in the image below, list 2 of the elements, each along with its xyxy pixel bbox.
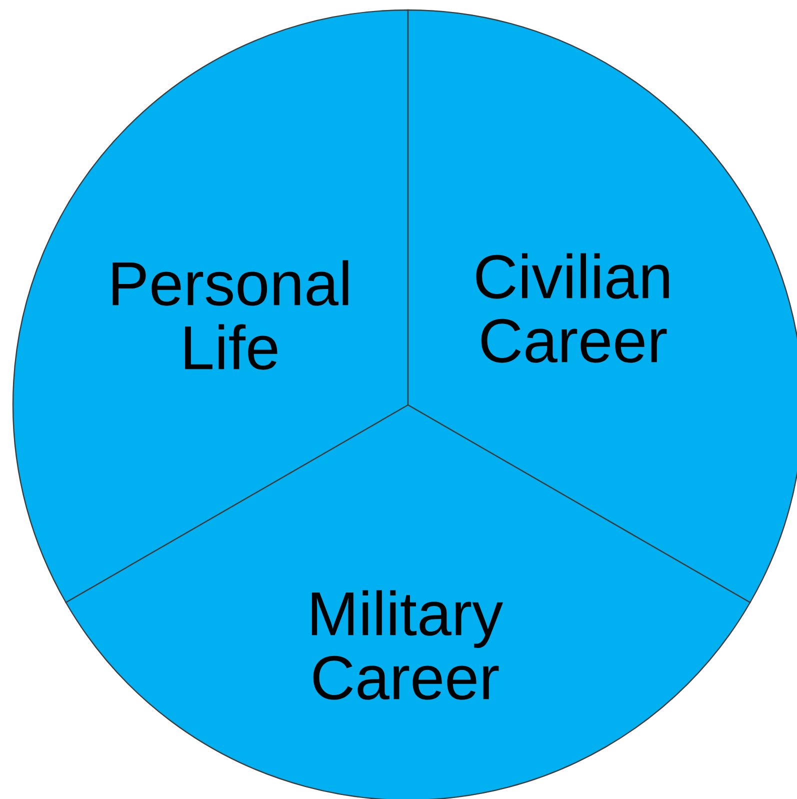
node-label: Civilian Career <box>476 253 669 363</box>
pie-sector: Military Career <box>65 404 751 799</box>
